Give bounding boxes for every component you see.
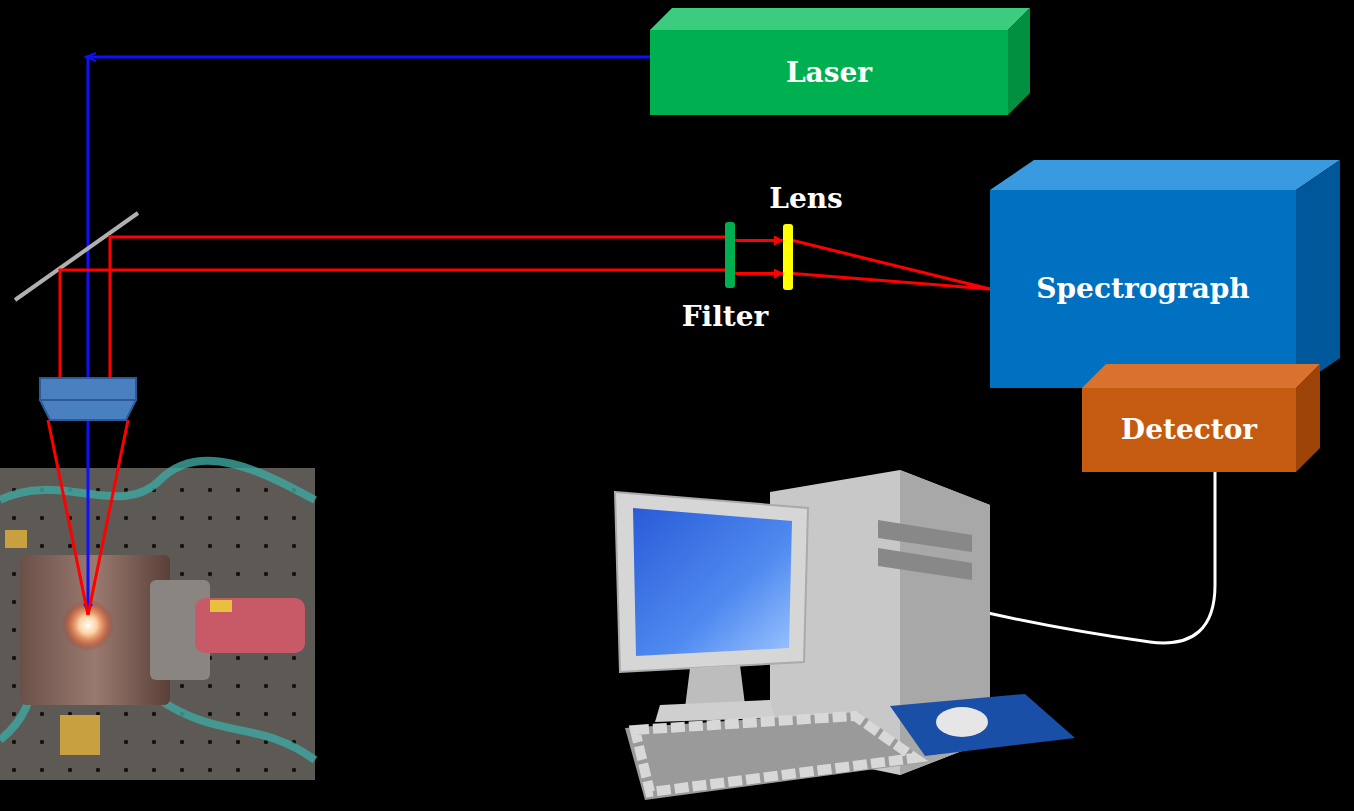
- mouse-pad: [890, 694, 1075, 756]
- light-ray: [793, 241, 990, 290]
- box-side-face: [1296, 364, 1320, 472]
- lens-element: [783, 224, 793, 290]
- sample-photo: [0, 461, 315, 780]
- component-label: Lens: [746, 182, 866, 216]
- box-label-area: Spectrograph: [990, 190, 1296, 388]
- collection-optic: [40, 378, 136, 420]
- light-ray: [735, 272, 783, 275]
- box-label: Spectrograph: [1036, 272, 1249, 306]
- light-ray: [110, 237, 725, 378]
- box-top-face: [990, 160, 1340, 190]
- drive-bay: [878, 520, 972, 552]
- light-ray: [60, 270, 725, 378]
- beam-direction-mark: [86, 53, 96, 61]
- drive-bay: [878, 548, 972, 580]
- water-tube: [160, 700, 315, 760]
- component-label: Filter: [670, 300, 780, 334]
- filter-element: [725, 222, 735, 288]
- box-front-face: [990, 190, 1296, 388]
- optic-top: [40, 378, 136, 400]
- computer: [615, 470, 1075, 800]
- connector: [210, 600, 232, 612]
- box-side-face: [1008, 8, 1030, 115]
- light-path: [793, 241, 990, 290]
- light-ray: [735, 239, 783, 242]
- monitor-bezel: [615, 492, 808, 672]
- table-holes: [0, 468, 315, 780]
- detector-box: Detector: [1082, 360, 1322, 472]
- box-label-area: Laser: [650, 30, 1008, 115]
- fitting: [60, 715, 100, 755]
- mouse: [936, 707, 988, 737]
- feedthrough: [195, 598, 305, 653]
- light-ray: [48, 420, 88, 615]
- box-top-face: [1082, 364, 1320, 388]
- mirror: [15, 213, 138, 300]
- filter: Filter: [670, 222, 780, 334]
- light-ray: [793, 274, 990, 290]
- spectrograph-box: Spectrograph: [990, 160, 1340, 388]
- light-ray: [88, 420, 128, 615]
- optical-table: [0, 468, 315, 780]
- monitor-base: [655, 700, 775, 722]
- box-front-face: [650, 30, 1008, 115]
- light-path: [735, 241, 783, 274]
- box-top-face: [650, 8, 1030, 30]
- data-cable: [962, 472, 1215, 643]
- box-label-area: Detector: [1082, 388, 1296, 472]
- keyboard-keys: [635, 716, 915, 792]
- monitor-screen: [633, 508, 792, 656]
- fitting: [5, 530, 27, 548]
- box-front-face: [1082, 388, 1296, 472]
- lens: Lens: [746, 182, 866, 292]
- box-label: Laser: [786, 56, 872, 90]
- optic-bottom: [40, 400, 136, 420]
- keyboard: [625, 712, 928, 800]
- box-side-face: [1296, 160, 1340, 388]
- laser-box: Laser: [650, 8, 1030, 115]
- box-label: Detector: [1121, 413, 1257, 447]
- water-tube: [0, 461, 315, 500]
- laser-beam: [88, 57, 650, 612]
